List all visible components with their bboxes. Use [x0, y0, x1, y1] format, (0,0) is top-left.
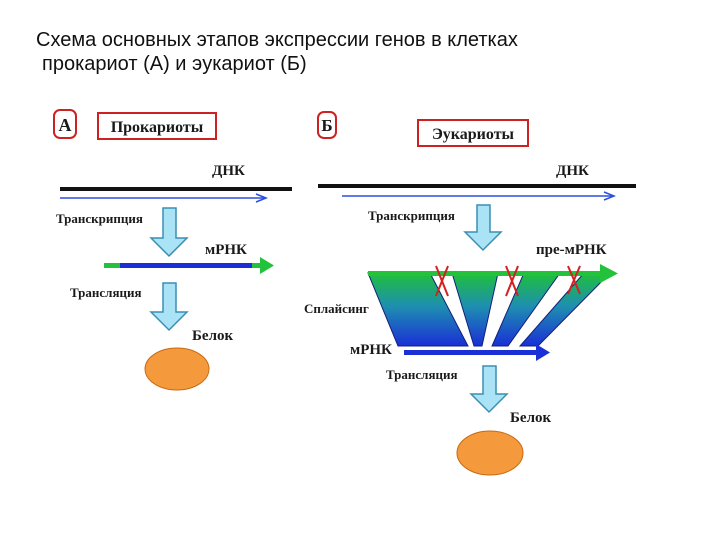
prokaryote-letter: А — [59, 115, 72, 135]
prokaryote-name-box: Прокариоты — [98, 113, 216, 139]
eukaryote-transcription-label: Транскрипция — [368, 208, 455, 223]
pre-mrna-strand — [368, 271, 604, 276]
prokaryote-panel: А Прокариоты ДНК Транскрипция мРНК Транс… — [54, 110, 292, 390]
prokaryote-transcription-label: Транскрипция — [56, 211, 143, 226]
prokaryote-translation-label: Трансляция — [70, 285, 142, 300]
intron-mark-1 — [436, 266, 448, 296]
eukaryote-name-box: Эукариоты — [418, 120, 528, 146]
eukaryote-transcription-arrow — [465, 205, 501, 250]
exon-3-band — [492, 273, 560, 346]
exon-1-band — [368, 273, 468, 346]
prokaryote-dna-direction-arrow — [60, 194, 266, 202]
prokaryote-name: Прокариоты — [111, 119, 204, 136]
eukaryote-protein-label: Белок — [510, 410, 551, 426]
prokaryote-mrna-strand — [104, 257, 274, 274]
prokaryote-dna-label: ДНК — [212, 163, 245, 179]
prokaryote-protein-blob — [145, 348, 209, 390]
eukaryote-name: Эукариоты — [432, 126, 515, 143]
eukaryote-dna-direction-arrow — [342, 192, 614, 200]
prokaryote-letter-badge: А — [54, 110, 76, 138]
pre-mrna-arrowhead — [600, 264, 618, 283]
eukaryote-panel: Б Эукариоты ДНК Транскрипция пре-мРНК — [304, 112, 636, 475]
eukaryote-dna-label: ДНК — [556, 163, 589, 179]
eukaryote-translation-label: Трансляция — [386, 367, 458, 382]
eukaryote-translation-arrow — [471, 366, 507, 412]
eukaryote-mrna-label: мРНК — [350, 342, 392, 358]
eukaryote-protein-blob — [457, 431, 523, 475]
intron-mark-2 — [506, 266, 518, 296]
prokaryote-transcription-arrow — [151, 208, 187, 256]
splicing-fan — [368, 264, 618, 346]
splicing-label: Сплайсинг — [304, 301, 369, 316]
eukaryote-pre-mrna-label: пре-мРНК — [536, 242, 607, 258]
eukaryote-letter: Б — [321, 116, 332, 135]
prokaryote-mrna-label: мРНК — [205, 242, 247, 258]
eukaryote-mrna-strand — [404, 344, 550, 361]
prokaryote-protein-label: Белок — [192, 328, 233, 344]
prokaryote-translation-arrow — [151, 283, 187, 330]
eukaryote-letter-badge: Б — [318, 112, 336, 138]
